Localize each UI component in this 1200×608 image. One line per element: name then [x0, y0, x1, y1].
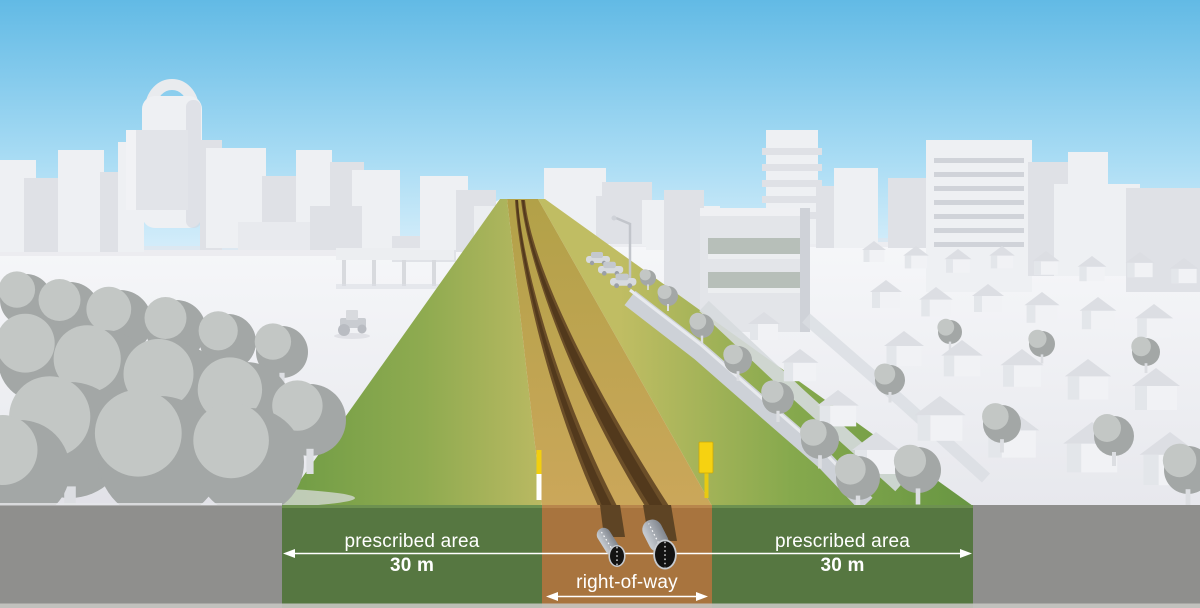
dimension-line-prescribed: [283, 549, 972, 558]
pipe-large: [642, 519, 677, 570]
corridor-green-left: [282, 199, 542, 506]
city-right-foreground: [586, 215, 1200, 511]
city-left: [0, 79, 504, 339]
landmark-tower: [126, 79, 202, 228]
city-right: [544, 130, 1200, 332]
pipe-small: [596, 527, 626, 567]
right-of-way-band: [542, 505, 712, 608]
ground-shadow-left: [0, 246, 430, 256]
prescribed-area-label-right: prescribed area: [774, 531, 911, 552]
prescribed-band-right: [712, 505, 973, 608]
right-of-way-label: right-of-way: [576, 572, 678, 593]
lined-office-slab: [926, 140, 1032, 292]
prescribed-area-value-left: 30 m: [389, 555, 435, 576]
prescribed-area-value-right: 30 m: [820, 555, 865, 576]
prescribed-area-label-left: prescribed area: [344, 531, 480, 552]
tractor: [334, 310, 370, 339]
street-light: [611, 215, 632, 286]
right-of-way-sign: [698, 441, 714, 498]
dimension-line-right-of-way: [546, 592, 708, 601]
corridor-right-of-way-surface: [507, 199, 712, 506]
boundary-marker-post: [536, 450, 542, 500]
prescribed-band-left: [282, 505, 542, 608]
cross-section: [0, 503, 1200, 608]
